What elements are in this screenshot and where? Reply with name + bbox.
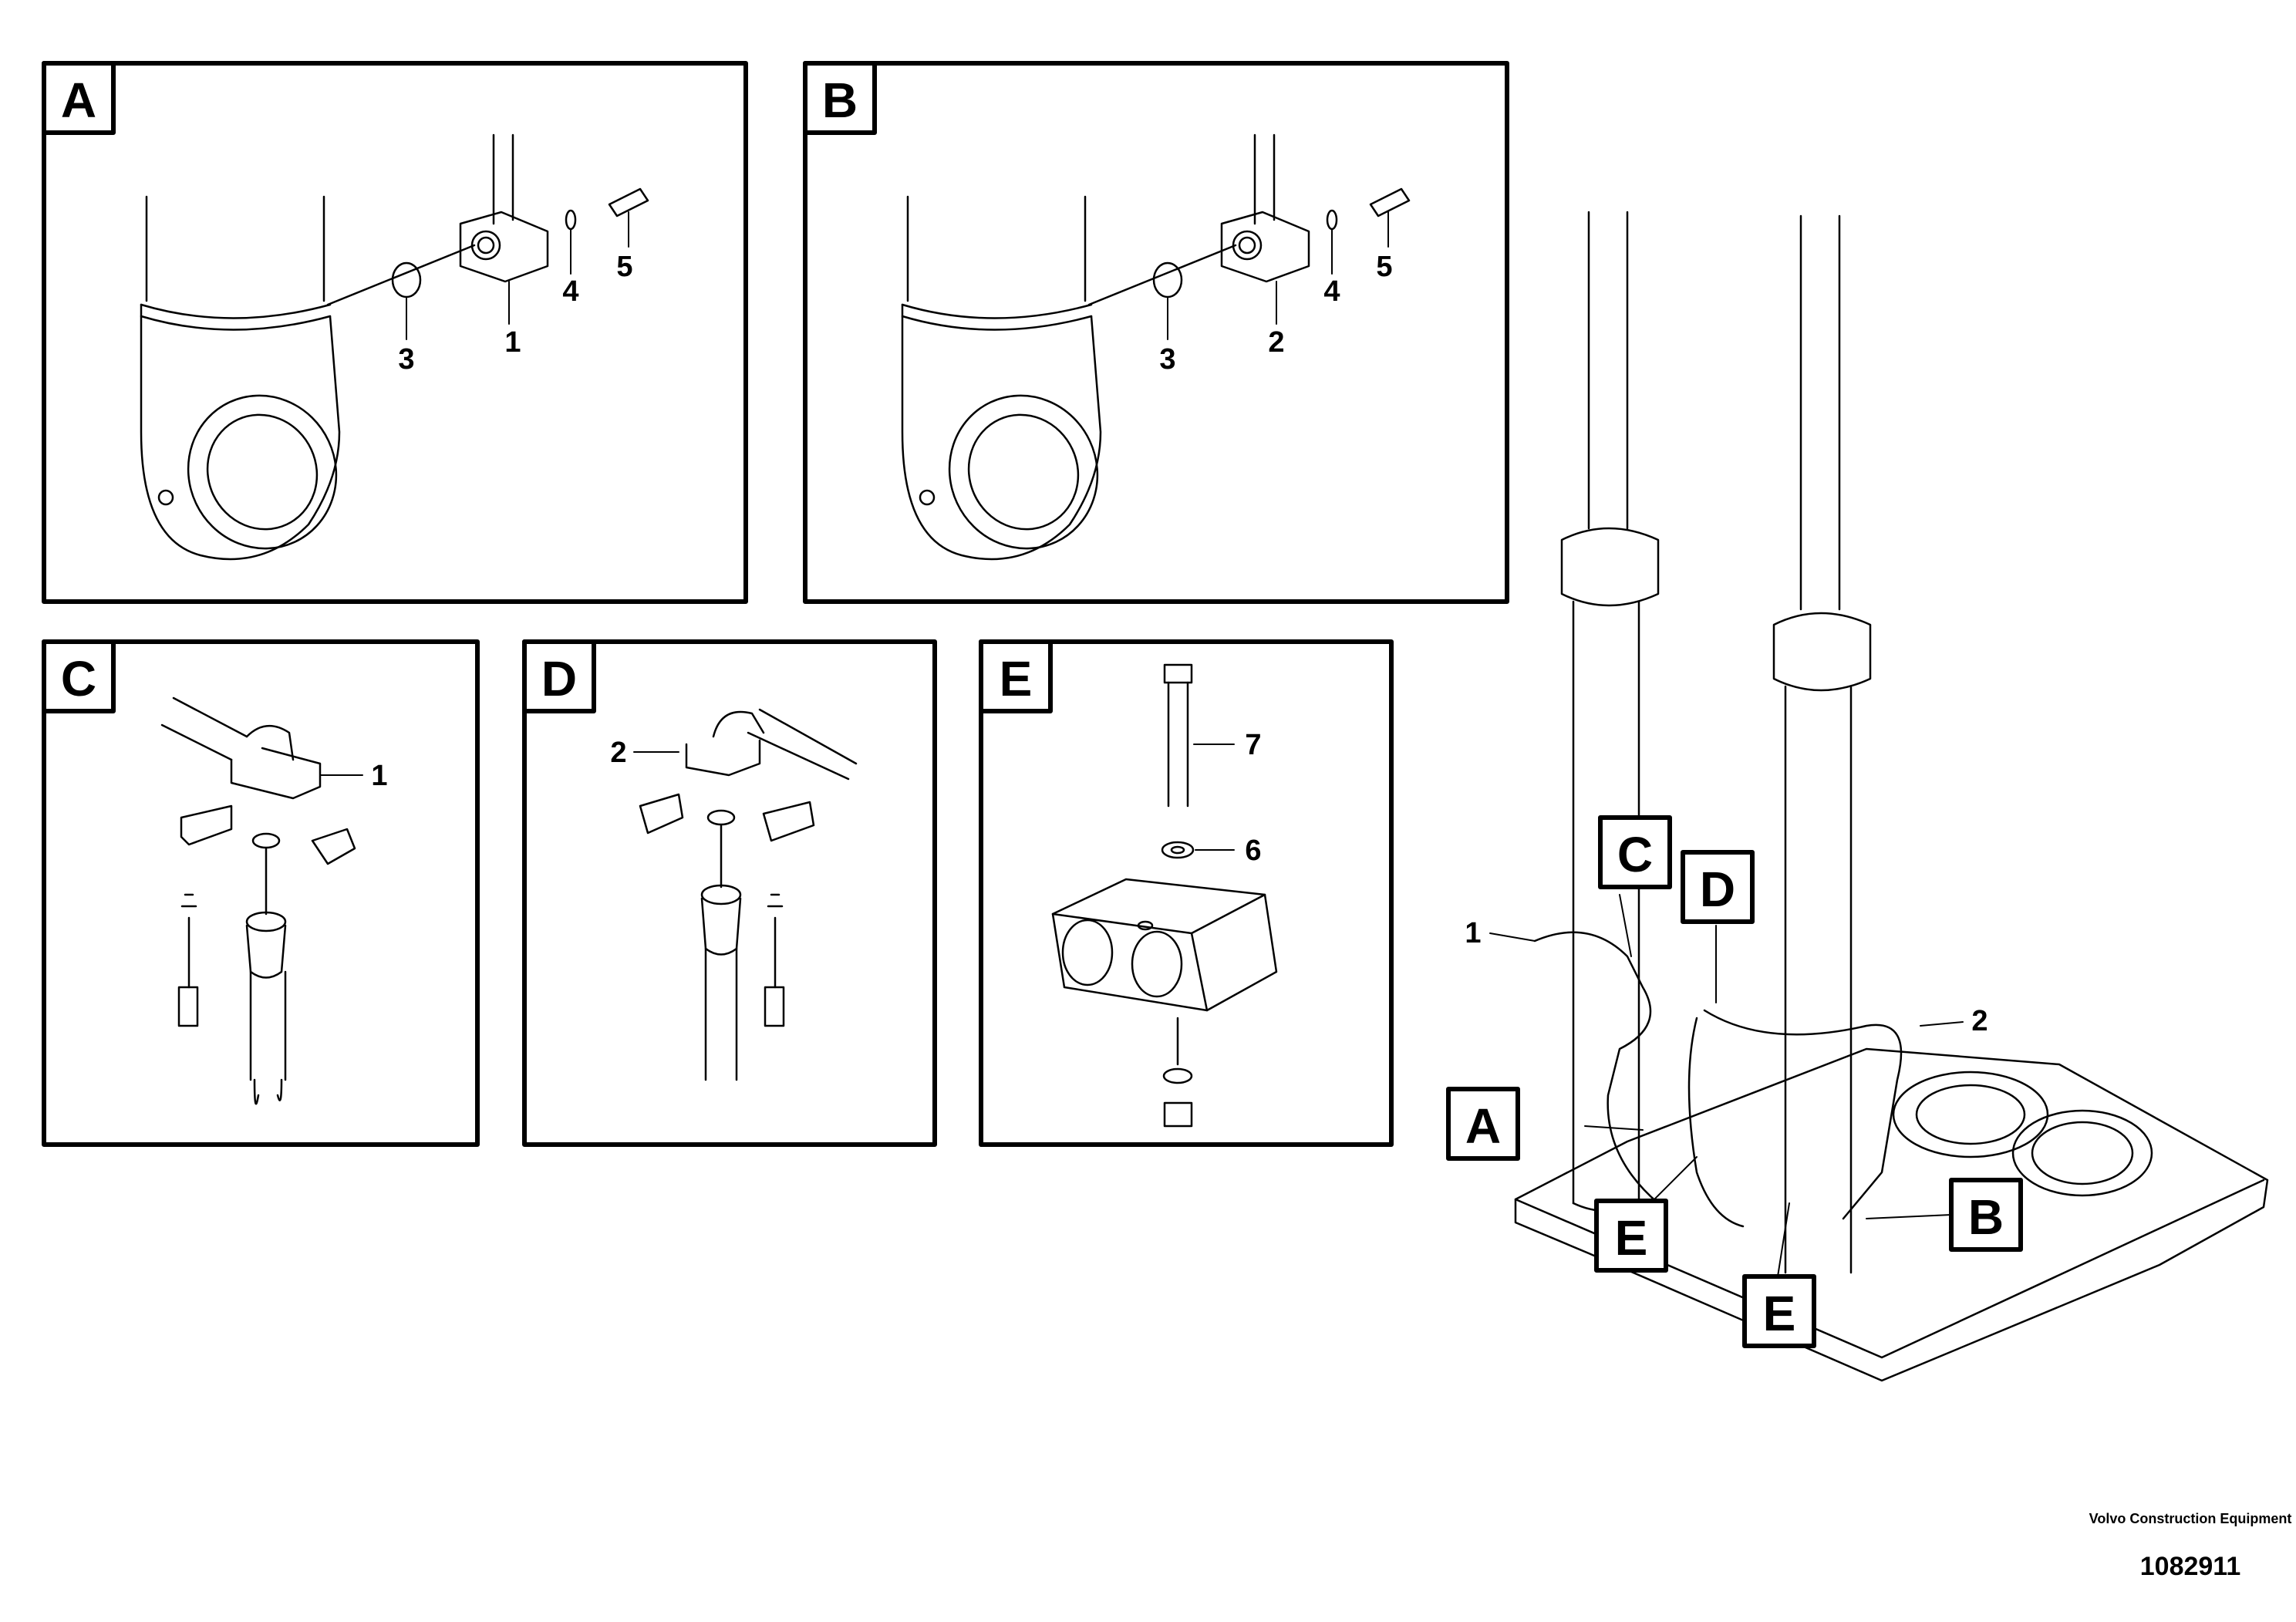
callout-a-5: 5 [616,251,632,283]
overview-drawing: 1 2 C D A B E E [1446,211,2269,1382]
callout-b-5: 5 [1376,251,1392,283]
callout-b-3: 3 [1159,343,1175,376]
overview-callout-1: 1 [1465,917,1481,949]
panel-a-frame [42,61,748,604]
callout-e-7: 7 [1245,729,1261,761]
panel-d-tag-box [522,639,596,713]
overview-tag-b: B [1968,1189,2004,1245]
overview-tag-b-box [1949,1178,2023,1252]
panel-a: A 3 1 4 5 [42,61,748,604]
cylinder-illustration [140,133,649,561]
clamp-block-illustration [1051,663,1278,1128]
panel-b-frame [803,61,1509,604]
callout-d-2: 2 [610,737,626,769]
panel-d-frame [522,639,937,1147]
overview-tag-e2: E [1763,1286,1796,1341]
panel-c-frame [42,639,480,1147]
panel-b-tag-box [803,61,877,135]
drawing-number: 1082911 [2139,1552,2241,1581]
hose-1 [1533,931,1660,1205]
overview-tag-a: A [1465,1098,1501,1154]
cylinder-illustration [901,133,1411,561]
left-cylinder [1560,211,1660,1212]
overview-tag-c: C [1617,827,1653,882]
callout-c-1: 1 [371,760,387,792]
overview-tag-e1-box [1594,1199,1668,1273]
brand-name: Volvo Construction Equipment [2089,1511,2292,1526]
overview-tag-e1: E [1615,1210,1648,1266]
panel-c: C 1 [42,639,480,1147]
overview-tag-d-box [1681,850,1755,924]
clamp-illustration [160,696,363,1105]
right-cylinder [1772,214,1872,1274]
panel-c-tag-box [42,639,116,713]
panel-d-tag: D [541,651,577,706]
panel-e-tag-box [979,639,1053,713]
overview-tag-d: D [1700,862,1735,917]
overview-callout-2: 2 [1971,1005,1988,1037]
panel-c-tag: C [61,651,96,706]
panel-d: D 2 [522,639,937,1147]
callout-a-3: 3 [398,343,414,376]
callout-e-6: 6 [1245,835,1261,867]
callout-a-1: 1 [504,326,521,359]
panel-a-tag-box [42,61,116,135]
panel-a-tag: A [61,73,96,128]
panel-e: E 7 6 [979,639,1394,1147]
overview-tag-e2-box [1742,1274,1816,1348]
panel-b-tag: B [822,73,858,128]
slew-ring [1892,1071,2049,1158]
panel-e-frame [979,639,1394,1147]
overview-tag-c-box [1598,815,1672,889]
panel-b: B 3 2 4 5 [803,61,1509,604]
callout-a-4: 4 [562,275,578,308]
panel-e-tag: E [1000,651,1033,706]
hose-2 [1703,1009,1903,1220]
clamp-illustration [633,708,858,1081]
callout-b-4: 4 [1323,275,1340,308]
callout-b-2: 2 [1268,326,1284,359]
overview-tag-a-box [1446,1087,1520,1161]
base-plate [1514,1047,2269,1382]
